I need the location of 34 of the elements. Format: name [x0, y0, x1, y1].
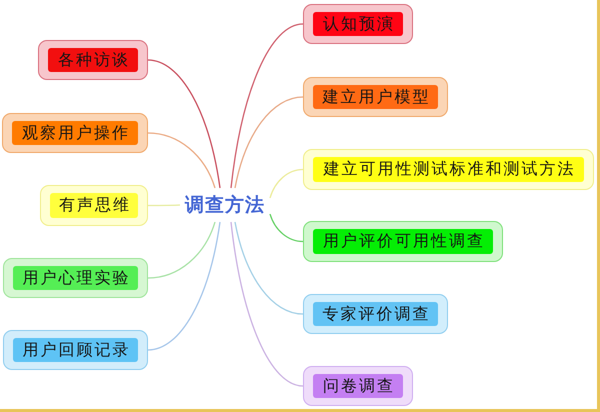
topic-label: 专家评价调查 — [313, 302, 438, 326]
connector — [234, 96, 304, 188]
topic-box — [303, 366, 413, 406]
topic-box — [303, 77, 448, 117]
topic-label: 建立可用性测试标准和测试方法 — [313, 157, 584, 182]
connector — [269, 168, 304, 198]
topic-box — [303, 149, 594, 190]
topic-label: 用户评价可用性调查 — [313, 229, 493, 254]
topic-box — [3, 330, 148, 370]
topic-label: 认知预演 — [313, 12, 403, 36]
topic-box — [40, 185, 148, 226]
topic-label: 用户回顾记录 — [13, 338, 138, 362]
connector — [148, 59, 221, 188]
connector — [269, 214, 304, 242]
topic-label: 各种访谈 — [48, 48, 138, 72]
connector — [148, 204, 180, 206]
topic-box — [3, 258, 148, 298]
topic-box — [303, 221, 503, 262]
connector — [234, 222, 304, 315]
topic-label: 观察用户操作 — [12, 121, 138, 145]
topic-label: 有声思维 — [50, 193, 138, 218]
connector — [148, 222, 221, 351]
connector — [148, 132, 216, 188]
topic-box — [38, 40, 148, 80]
topic-box — [303, 294, 448, 334]
central-topic: 调查方法 — [180, 188, 270, 222]
topic-label: 用户心理实验 — [13, 266, 138, 290]
topic-box — [303, 4, 413, 44]
connector — [230, 23, 304, 188]
connector — [230, 222, 304, 387]
topic-box — [2, 113, 148, 153]
topic-label: 问卷调查 — [313, 374, 403, 398]
connector — [148, 222, 216, 279]
topic-label: 建立用户模型 — [313, 85, 438, 109]
